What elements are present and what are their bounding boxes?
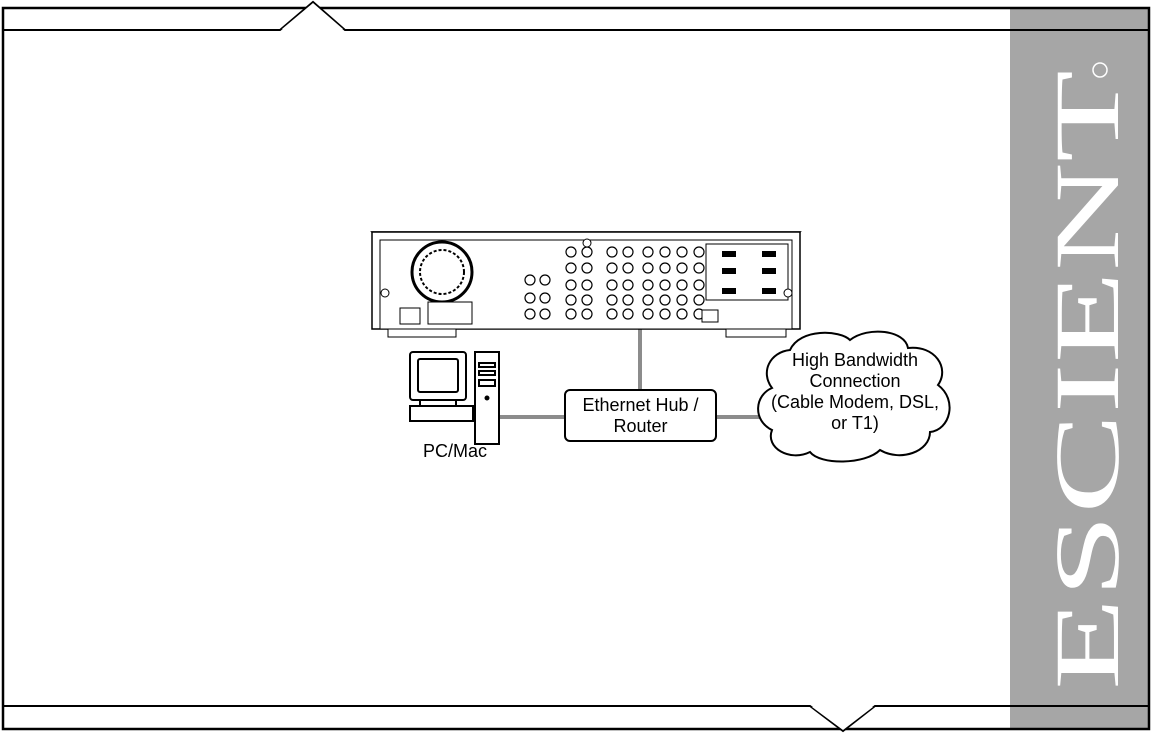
jack: [694, 263, 704, 273]
jack: [660, 280, 670, 290]
jack: [623, 263, 633, 273]
jack: [660, 295, 670, 305]
jack: [623, 309, 633, 319]
hub-label-line2: Router: [565, 416, 716, 437]
receiver-back-panel: [372, 232, 800, 337]
jack: [607, 309, 617, 319]
top-tab-line: [3, 2, 1149, 30]
jack: [643, 280, 653, 290]
jack: [525, 275, 535, 285]
cloud-label: High Bandwidth Connection (Cable Modem, …: [760, 350, 950, 434]
outer-border: [3, 8, 1149, 729]
jack: [582, 280, 592, 290]
jack: [566, 309, 576, 319]
cloud-label-line: High Bandwidth: [760, 350, 950, 371]
jack: [677, 247, 687, 257]
jack: [566, 295, 576, 305]
jack: [660, 309, 670, 319]
jack: [582, 295, 592, 305]
jack: [623, 247, 633, 257]
jack: [540, 309, 550, 319]
pc-icon: [410, 352, 499, 444]
cloud-label-line: or T1): [760, 413, 950, 434]
hub-label-line1: Ethernet Hub /: [565, 395, 716, 416]
hub-label: Ethernet Hub / Router: [565, 395, 716, 437]
jack: [623, 295, 633, 305]
jack: [582, 247, 592, 257]
jack: [677, 263, 687, 273]
jack: [566, 280, 576, 290]
jack: [643, 295, 653, 305]
jack: [540, 275, 550, 285]
jack: [525, 309, 535, 319]
jack: [694, 295, 704, 305]
cloud-label-line: Connection: [760, 371, 950, 392]
jack: [525, 293, 535, 303]
jack: [677, 309, 687, 319]
jack: [660, 263, 670, 273]
jack: [566, 247, 576, 257]
jack: [540, 293, 550, 303]
jack: [607, 295, 617, 305]
pc-label: PC/Mac: [400, 441, 510, 462]
jack: [623, 280, 633, 290]
jack: [582, 309, 592, 319]
escient-logo: ESCIENT: [1036, 70, 1138, 690]
jack: [643, 309, 653, 319]
bottom-tab: [812, 707, 873, 730]
bottom-tab-line: [3, 706, 1149, 731]
jack: [660, 247, 670, 257]
jack: [677, 295, 687, 305]
svg-text:ESCIENT: ESCIENT: [1036, 70, 1138, 690]
jack: [694, 280, 704, 290]
jack: [694, 247, 704, 257]
jack: [677, 280, 687, 290]
jack: [607, 247, 617, 257]
cloud-label-line: (Cable Modem, DSL,: [760, 392, 950, 413]
jack: [582, 263, 592, 273]
jack: [643, 263, 653, 273]
jack: [643, 247, 653, 257]
jack: [607, 263, 617, 273]
jack: [566, 263, 576, 273]
jack: [607, 280, 617, 290]
